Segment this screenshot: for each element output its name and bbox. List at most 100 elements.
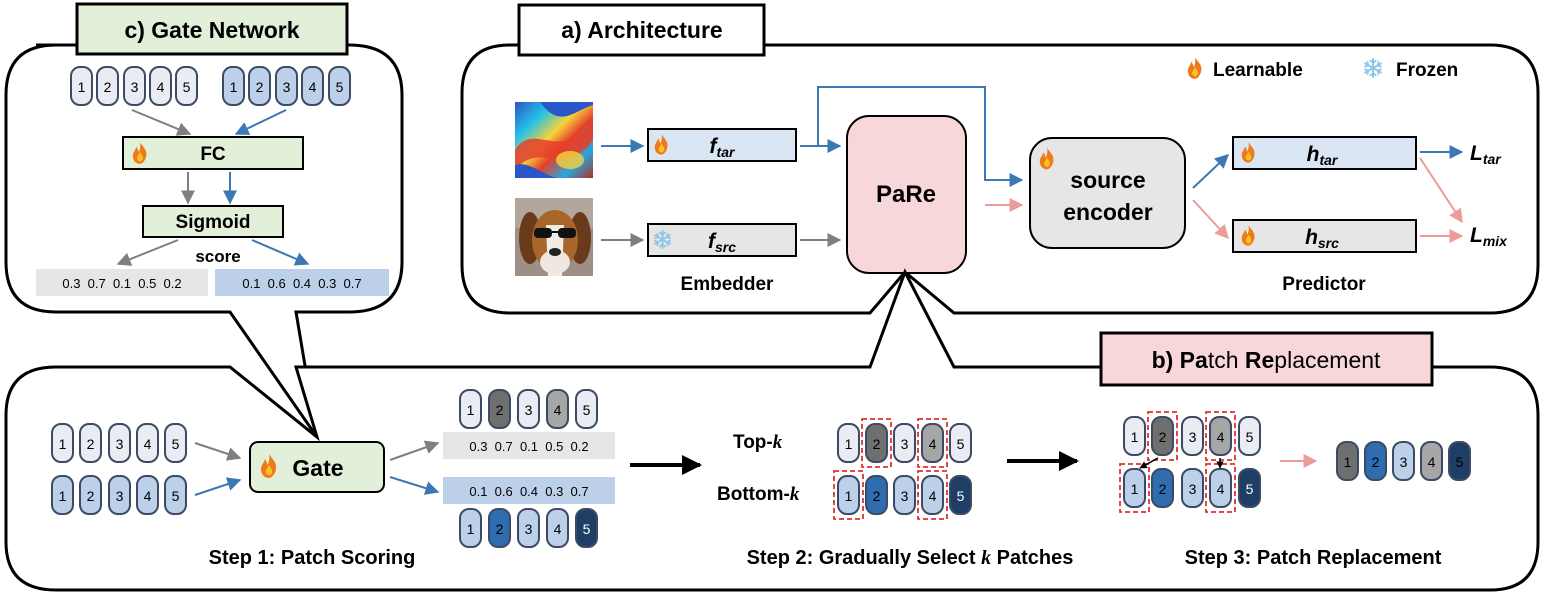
patch-token: 2 <box>488 389 511 429</box>
patch-token: 1 <box>51 423 74 463</box>
svg-text:3: 3 <box>1189 429 1197 445</box>
svg-text:4: 4 <box>929 488 937 504</box>
step2-label: Step 2: Gradually Select k Patches <box>747 547 1074 569</box>
svg-text:2: 2 <box>496 402 504 418</box>
arrow <box>131 109 192 136</box>
svg-text:4: 4 <box>1428 454 1436 470</box>
svg-text:4: 4 <box>1217 481 1225 497</box>
svg-text:1: 1 <box>59 436 67 452</box>
step2-selection-boxes <box>833 418 948 520</box>
svg-text:3: 3 <box>901 488 909 504</box>
patch-replacement-title-box <box>1099 331 1434 387</box>
step2-top-patches: 1 2 3 4 5 <box>837 423 972 463</box>
arrow <box>116 239 179 266</box>
svg-text:5: 5 <box>336 79 344 95</box>
svg-text:4: 4 <box>1217 429 1225 445</box>
svg-text:5: 5 <box>1246 481 1254 497</box>
arrow <box>251 239 310 266</box>
loss-tar-label: Ltar <box>1470 142 1502 167</box>
patch-token: 4 <box>149 66 172 106</box>
patch-token: 3 <box>517 508 540 548</box>
arrow <box>389 476 440 495</box>
patch-token: 1 <box>1123 416 1146 456</box>
patch-token: 5 <box>164 423 187 463</box>
score-values-src: 0.3 0.7 0.1 0.5 0.2 <box>62 276 181 291</box>
svg-text:5: 5 <box>957 436 965 452</box>
patch-token: 2 <box>1364 441 1387 481</box>
svg-text:3: 3 <box>116 488 124 504</box>
selection-box <box>1119 463 1150 513</box>
patch-token: 3 <box>275 66 298 106</box>
arrow <box>817 86 1024 187</box>
svg-text:4: 4 <box>144 436 152 452</box>
selection-box <box>917 470 948 520</box>
patch-token: 4 <box>1420 441 1443 481</box>
patch-token: 3 <box>893 423 916 463</box>
selection-box <box>1147 411 1178 461</box>
patch-token: 4 <box>546 389 569 429</box>
h-src-box <box>1232 219 1417 253</box>
svg-text:5: 5 <box>583 521 591 537</box>
gate-network-title: c) Gate Network <box>124 17 299 43</box>
sigmoid-box <box>142 205 284 238</box>
step1-score-values-src: 0.3 0.7 0.1 0.5 0.2 <box>469 439 588 454</box>
patch-token: 5 <box>949 475 972 515</box>
topk-label: Top-k <box>733 432 783 453</box>
gate-block <box>249 441 385 493</box>
step3-label: Step 3: Patch Replacement <box>1185 547 1442 569</box>
patch-token: 3 <box>1181 416 1204 456</box>
svg-text:2: 2 <box>1372 454 1380 470</box>
svg-text:4: 4 <box>929 436 937 452</box>
arrow <box>1419 157 1463 224</box>
source-encoder-block <box>1029 137 1186 249</box>
patch-token: 2 <box>248 66 271 106</box>
patch-token: 5 <box>175 66 198 106</box>
svg-text:5: 5 <box>1246 429 1254 445</box>
svg-text:3: 3 <box>116 436 124 452</box>
legend-learnable: Learnable <box>1213 60 1303 81</box>
patch-token: 4 <box>136 475 159 515</box>
selection-box <box>1205 463 1236 513</box>
svg-text:3: 3 <box>283 79 291 95</box>
patch-token: 2 <box>96 66 119 106</box>
selection-box <box>917 418 948 468</box>
patch-token: 5 <box>1238 416 1261 456</box>
patch-token: 1 <box>51 475 74 515</box>
svg-text:1: 1 <box>1131 481 1139 497</box>
step3-mixed-patches: 1 2 3 4 5 <box>1336 441 1471 481</box>
bottomk-label: Bottom-k <box>717 484 800 505</box>
step1-scored-tar: 1 2 3 4 5 <box>459 508 598 548</box>
step1-label: Step 1: Patch Scoring <box>209 547 416 569</box>
svg-text:1: 1 <box>1344 454 1352 470</box>
patch-token: 2 <box>79 423 102 463</box>
svg-text:1: 1 <box>230 79 238 95</box>
svg-text:2: 2 <box>1159 429 1167 445</box>
svg-text:4: 4 <box>554 402 562 418</box>
sigmoid-label: Sigmoid <box>176 212 251 233</box>
svg-text:2: 2 <box>496 521 504 537</box>
step1-scored-src: 1 2 3 4 5 <box>459 389 598 429</box>
arrow <box>1192 199 1229 240</box>
svg-text:5: 5 <box>583 402 591 418</box>
step2-bottom-patches: 1 2 3 4 5 <box>837 475 972 515</box>
svg-text:1: 1 <box>467 402 475 418</box>
patch-token: 2 <box>865 423 888 463</box>
patch-token: 3 <box>1181 468 1204 508</box>
architecture-title: a) Architecture <box>561 17 722 43</box>
patch-token: 2 <box>488 508 511 548</box>
patch-token: 1 <box>1336 441 1359 481</box>
svg-text:2: 2 <box>256 79 264 95</box>
patch-token: 5 <box>1238 468 1261 508</box>
patch-token: 1 <box>1123 468 1146 508</box>
f-tar-label: ftar <box>710 135 736 160</box>
patch-token: 4 <box>136 423 159 463</box>
h-src-label: hsrc <box>1305 226 1339 251</box>
arrow <box>194 477 242 496</box>
patch-token: 3 <box>108 475 131 515</box>
patch-token: 2 <box>865 475 888 515</box>
embedder-label: Embedder <box>681 274 775 295</box>
patch-token: 1 <box>837 475 860 515</box>
svg-text:3: 3 <box>525 521 533 537</box>
patch-token: 5 <box>164 475 187 515</box>
